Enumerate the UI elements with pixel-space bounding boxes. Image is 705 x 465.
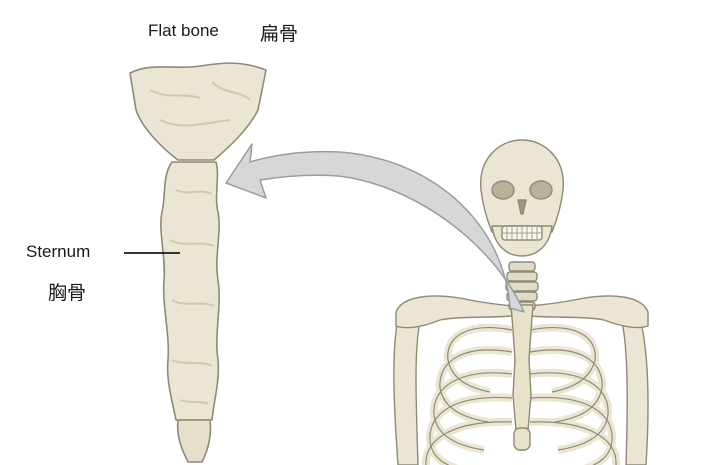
sternum-label: Sternum <box>26 242 91 261</box>
curved-arrow <box>225 143 525 313</box>
rib-cage <box>421 323 621 465</box>
nasal-cavity <box>517 199 527 215</box>
sternum-label-chinese: 胸骨 <box>48 283 87 304</box>
sternum-closeup <box>129 62 267 463</box>
manubrium <box>129 62 267 161</box>
flat-bone-label-chinese: 扁骨 <box>260 24 299 45</box>
bone-texture <box>149 81 251 405</box>
flat-bone-label: Flat bone <box>148 21 219 40</box>
right-eye-socket <box>529 180 553 200</box>
left-humerus <box>393 317 421 465</box>
skeleton-figure <box>393 139 649 465</box>
right-humerus <box>621 317 649 465</box>
xiphoid-process <box>176 419 212 463</box>
right-shoulder <box>529 295 649 329</box>
left-shoulder <box>395 295 513 329</box>
sternum-xiphoid <box>513 427 531 451</box>
sternum-body <box>160 161 220 421</box>
skull <box>480 139 564 257</box>
left-eye-socket <box>491 180 515 200</box>
